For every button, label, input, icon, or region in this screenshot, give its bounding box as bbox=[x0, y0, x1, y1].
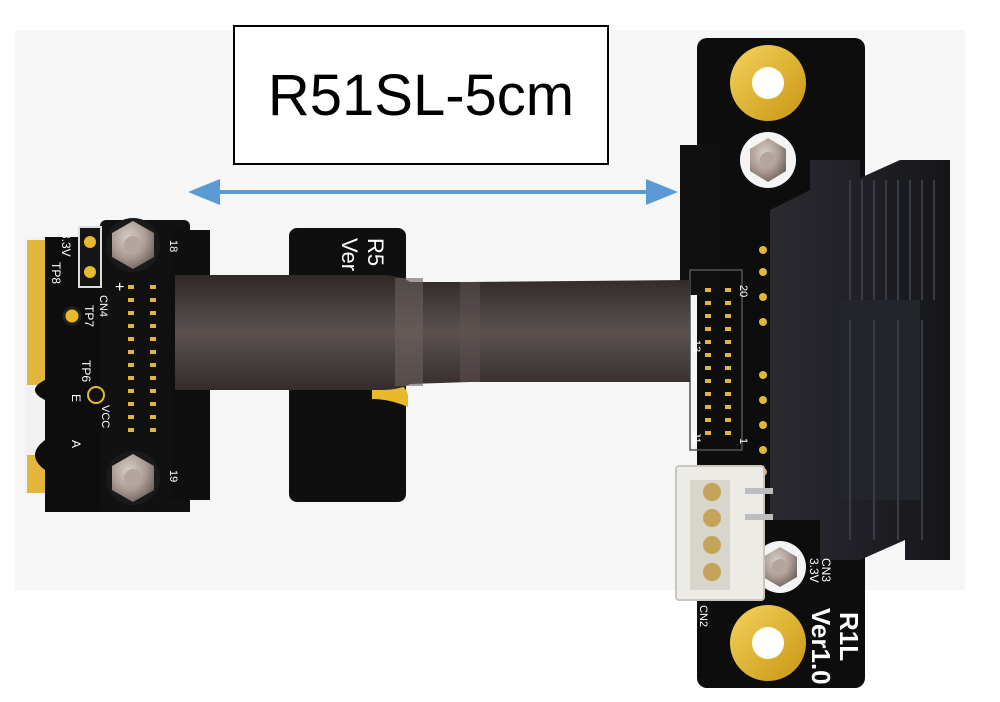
rear-label-ver: Ver bbox=[337, 238, 362, 271]
silk-pin-13: 13 bbox=[690, 340, 702, 352]
screw-top-left bbox=[106, 218, 160, 272]
silk-cn2: CN2 bbox=[697, 605, 709, 627]
silk-e: E bbox=[69, 394, 83, 402]
silk-tp6: TP6 bbox=[79, 360, 93, 382]
rear-label-r5: R5 bbox=[363, 238, 388, 266]
product-label-box: R51SL-5cm bbox=[233, 25, 609, 165]
mount-hole-bottom bbox=[730, 605, 806, 681]
silk-a: A bbox=[69, 440, 83, 448]
silk-plus: + bbox=[115, 279, 124, 296]
pcie-x16-slot bbox=[770, 160, 950, 560]
silk-vcc: VCC bbox=[99, 405, 111, 428]
silk-3v3-right: 3.3V bbox=[807, 558, 821, 583]
dimension-arrow bbox=[188, 179, 678, 205]
product-label: R51SL-5cm bbox=[267, 62, 575, 128]
silk-cn3: CN3 bbox=[819, 558, 833, 582]
left-pin-pads bbox=[128, 285, 156, 432]
silk-j1: J1 bbox=[690, 432, 702, 444]
screw-bottom-left bbox=[106, 451, 160, 505]
silk-pin-20: 20 bbox=[737, 285, 749, 297]
ribbon-cable bbox=[175, 275, 690, 390]
silk-pin-1: 1 bbox=[737, 438, 749, 444]
gold-fingers bbox=[27, 240, 45, 493]
silk-tp7: TP7 bbox=[82, 305, 96, 327]
board-model: R1L bbox=[834, 612, 864, 661]
power-connector bbox=[675, 465, 773, 601]
silk-cn4: CN4 bbox=[97, 295, 109, 317]
silk-pin-18: 18 bbox=[167, 240, 179, 252]
silk-tp8: TP8 bbox=[49, 262, 63, 284]
silkscreen-text: 3.3V TP8 TP7 CN4 + TP6 E VCC A 18 19 R5 … bbox=[49, 232, 864, 685]
board-version: Ver1.0 bbox=[806, 608, 836, 685]
silk-pin-19: 19 bbox=[167, 470, 179, 482]
silk-3v3: 3.3V bbox=[59, 232, 73, 257]
screw-top-right bbox=[740, 132, 796, 188]
mount-hole-top bbox=[730, 45, 806, 121]
screw-bottom-right bbox=[754, 541, 806, 593]
